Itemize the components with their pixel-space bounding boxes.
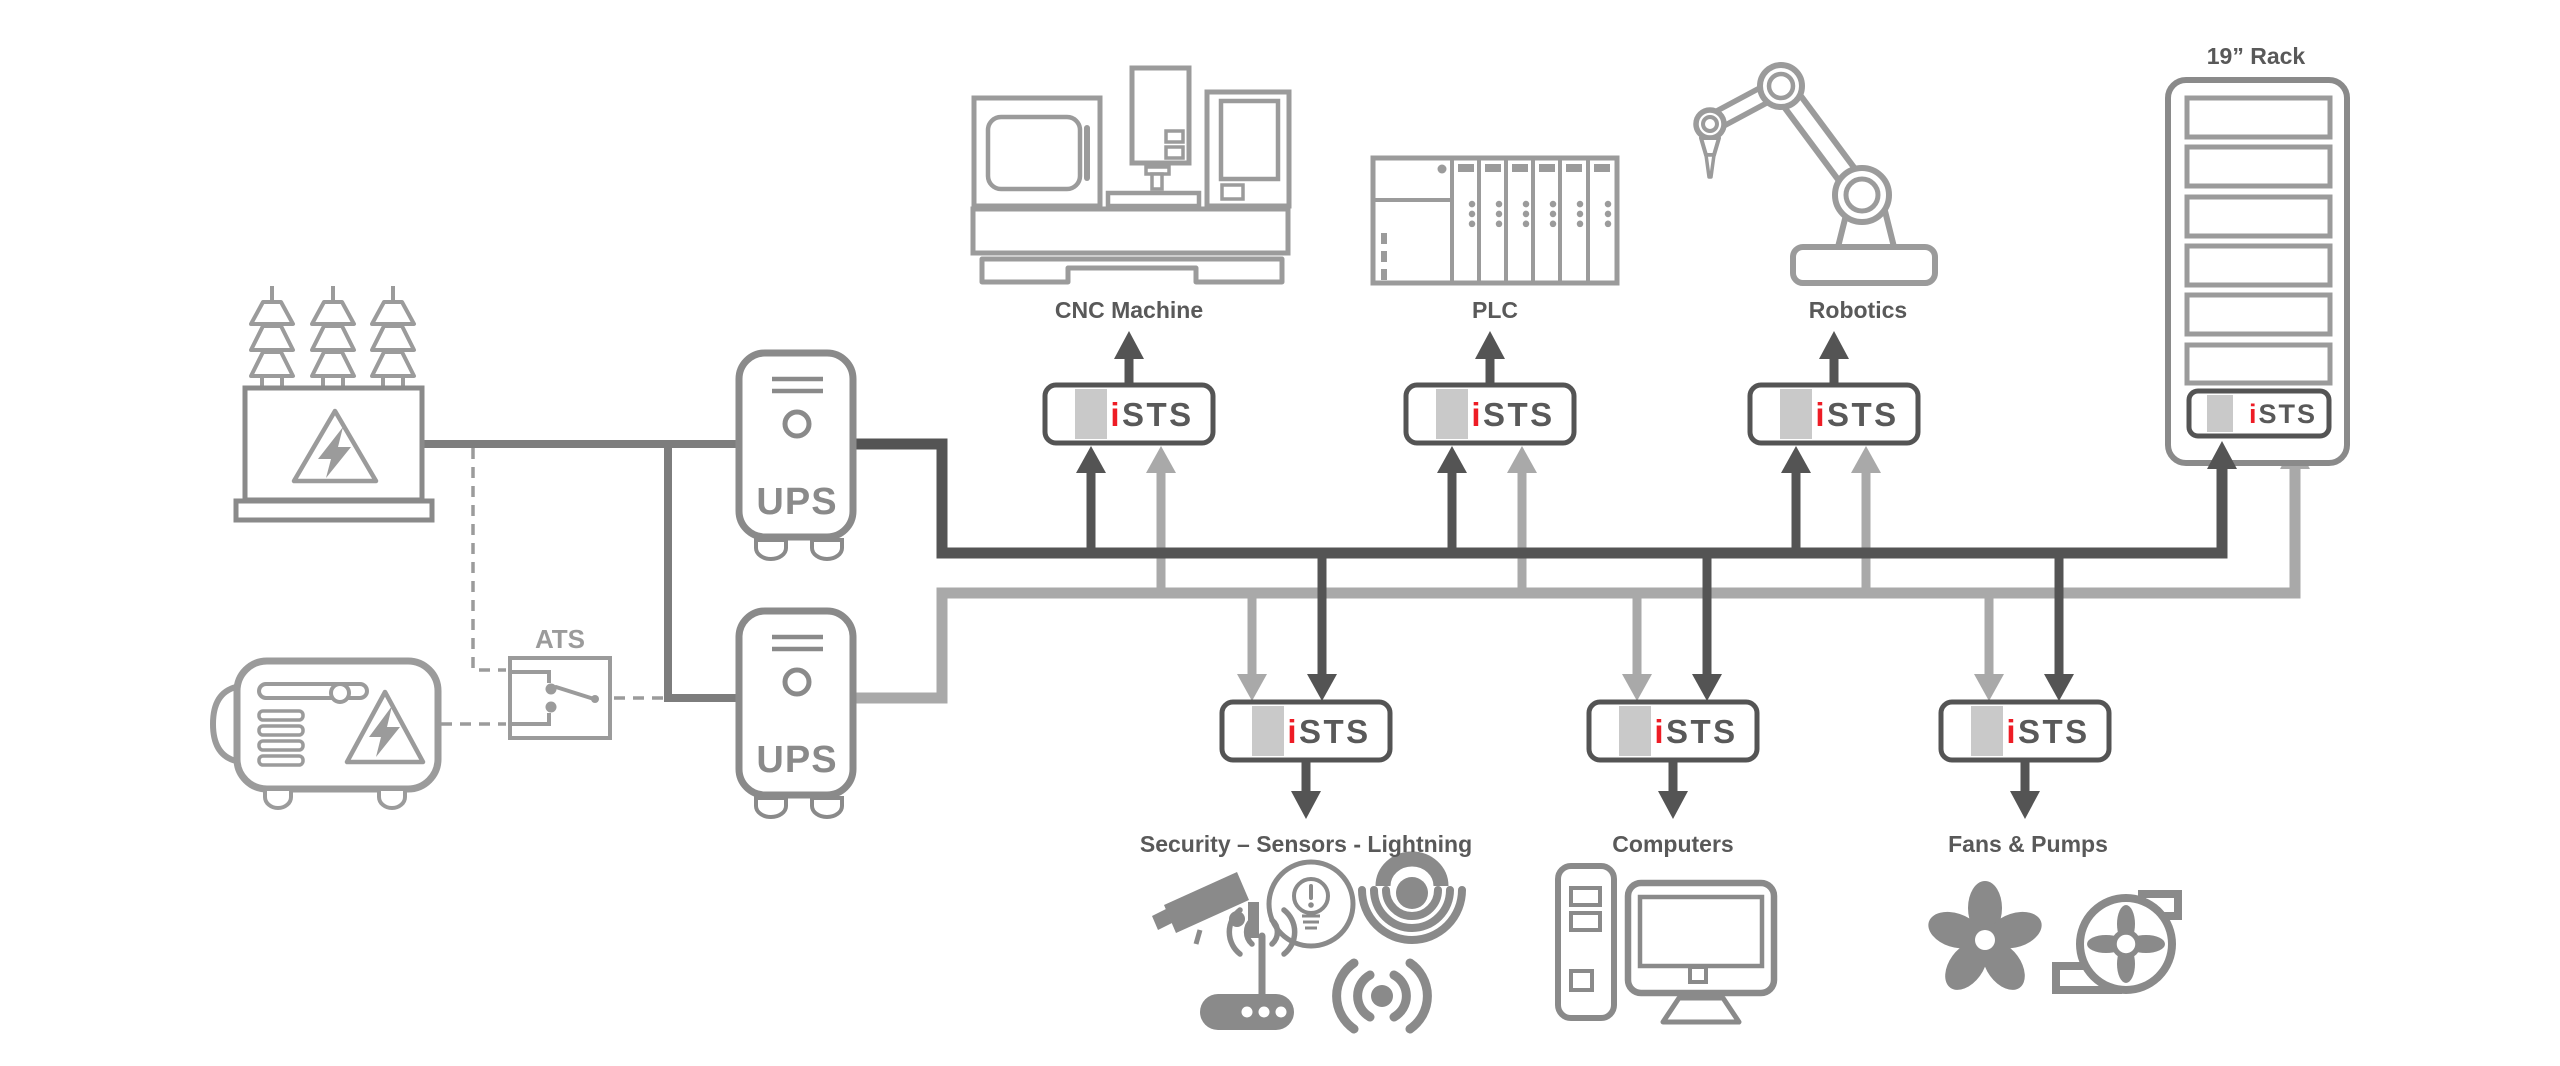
ists-rack: iSTS [2186, 388, 2332, 439]
svg-text:iSTS: iSTS [1471, 396, 1554, 433]
diesel-generator-icon [209, 657, 442, 810]
motion-sensor-icon [1358, 851, 1466, 944]
svg-text:iSTS: iSTS [1815, 396, 1898, 433]
svg-text:iSTS: iSTS [1110, 396, 1193, 433]
cnc-machine-icon [970, 65, 1292, 285]
ats-switch: ATS [508, 624, 612, 740]
utility-transformer-icon [233, 286, 435, 523]
svg-text:iSTS: iSTS [1654, 713, 1737, 750]
standby-dashed-wiring [441, 448, 664, 726]
ists-robotics: iSTS [1747, 382, 1921, 446]
wireless-signal-icon [1332, 958, 1432, 1034]
security-icons [1152, 851, 1466, 1034]
ists-cnc: iSTS [1042, 382, 1216, 446]
svg-text:iSTS: iSTS [2006, 713, 2089, 750]
lightning-bolt-icon [369, 706, 400, 757]
security-label: Security – Sensors - Lightning [1140, 831, 1472, 857]
robot-arm-icon [1693, 62, 1938, 286]
ists-fans-pumps: iSTS [1938, 699, 2112, 763]
ups-b: UPS [735, 607, 857, 819]
transformer-ats-dashed-line [471, 448, 506, 672]
plc-label: PLC [1472, 297, 1518, 323]
bus-a-dark [856, 438, 2237, 701]
computers-icons [1555, 863, 1778, 1025]
feed-to-ups-b-line [664, 444, 739, 702]
lightning-bolt-icon [318, 427, 351, 478]
ups-b-label: UPS [756, 739, 837, 781]
server-rack-icon [2165, 77, 2350, 466]
monitor-icon [1624, 879, 1778, 1025]
ups-a: UPS [735, 349, 857, 561]
robotics-label: Robotics [1809, 297, 1907, 323]
ups-a-label: UPS [756, 481, 837, 523]
ists-plc: iSTS [1403, 382, 1577, 446]
wifi-router-icon [1200, 907, 1298, 1030]
computers-label: Computers [1612, 831, 1733, 857]
ats-label: ATS [535, 624, 585, 654]
ists-computers: iSTS [1586, 699, 1760, 763]
svg-text:iSTS: iSTS [1287, 713, 1370, 750]
cnc-label: CNC Machine [1055, 297, 1203, 323]
fan-icon [1928, 881, 2042, 990]
load-labels: CNC Machine PLC Robotics 19” Rack Securi… [1055, 43, 2306, 857]
alert-bulb-icon [1266, 859, 1356, 949]
bus-b-light [856, 441, 2310, 704]
fans-pumps-label: Fans & Pumps [1948, 831, 2108, 857]
ups-tower-icon [735, 349, 857, 541]
ups-a-output-bus [856, 438, 2228, 559]
ups-b-output-bus [856, 469, 2301, 704]
cctv-camera-icon [1152, 872, 1259, 945]
ists-security: iSTS [1219, 699, 1393, 763]
pump-icon [2052, 890, 2182, 994]
fans-pumps-icons [1928, 881, 2182, 994]
ists-output-arrows [1114, 331, 2040, 819]
rack-label: 19” Rack [2207, 43, 2306, 69]
mains-feed-lines [422, 440, 739, 702]
pc-tower-icon [1555, 863, 1617, 1021]
transfer-switch-icon [510, 670, 599, 726]
plc-icon [1370, 155, 1620, 286]
ups-tower-icon [735, 607, 857, 799]
svg-text:iSTS: iSTS [2249, 399, 2317, 429]
